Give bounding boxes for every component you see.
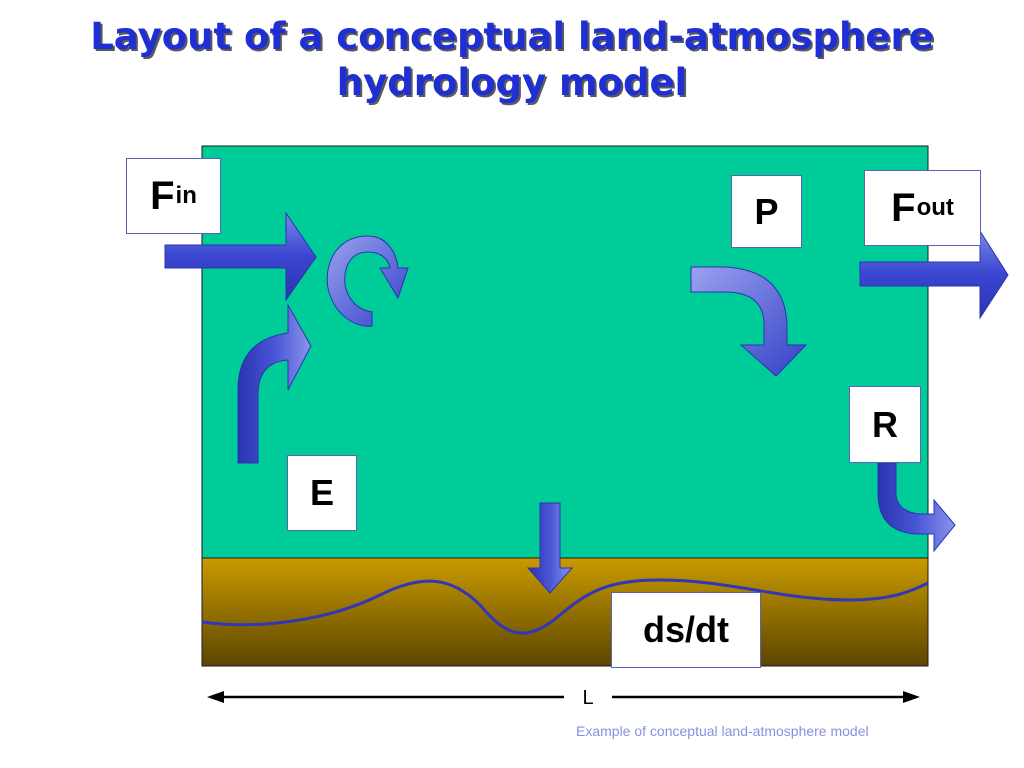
f-out-main: F (891, 185, 916, 230)
length-scale-label: L (582, 687, 593, 709)
length-scale: L (207, 687, 920, 709)
e-label: E (287, 455, 357, 531)
infiltration-arrow-icon (526, 502, 574, 594)
soil-moisture-curve (201, 578, 929, 635)
f-in-sub: in (175, 182, 197, 209)
recycling-arrow-icon (326, 235, 409, 327)
ds-dt-text: ds/dt (643, 609, 729, 650)
p-text: P (754, 190, 779, 232)
length-scale-right-arrowhead (903, 691, 920, 703)
r-text: R (872, 403, 898, 445)
f-in-main: F (150, 173, 175, 218)
title-line-1: Layout of a conceptual land-atmosphere (90, 15, 934, 58)
figure-caption: Example of conceptual land-atmosphere mo… (576, 723, 869, 739)
precipitation-arrow-icon (690, 266, 808, 377)
e-text: E (309, 472, 334, 513)
length-scale-left-arrowhead (207, 691, 224, 703)
f-out-sub: out (916, 194, 954, 221)
ds-dt-label: ds/dt (611, 592, 761, 668)
r-label: R (849, 386, 921, 463)
f-out-arrow-icon (859, 229, 1009, 320)
runoff-arrow-icon (877, 462, 956, 553)
f-in-arrow-icon (164, 211, 317, 302)
slide-title: Layout of a conceptual land-atmosphere h… (0, 14, 1024, 106)
title-line-2: hydrology model (336, 61, 688, 104)
evaporation-arrow-icon (237, 303, 312, 464)
p-label: P (731, 175, 802, 248)
